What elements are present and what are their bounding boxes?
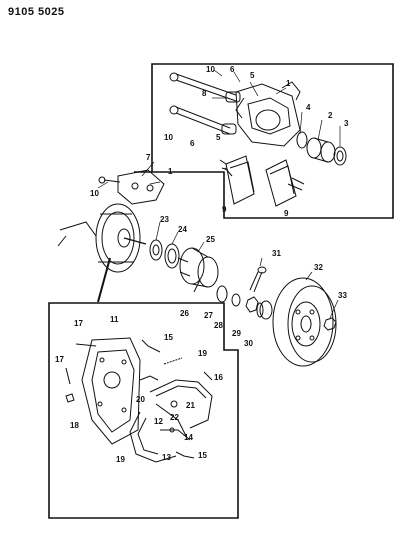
piston-seal [296, 131, 308, 149]
callout-6b: 6 [190, 139, 195, 148]
caliper-piston [306, 137, 336, 163]
callout-11: 11 [110, 315, 119, 324]
piston-boot [333, 146, 347, 166]
callout-19: 19 [198, 349, 207, 358]
callout-9: 9 [222, 205, 227, 214]
callout-15: 15 [164, 333, 173, 342]
callout-18: 18 [70, 421, 79, 430]
callout-14: 14 [184, 433, 193, 442]
outer-brake-pad [265, 159, 305, 207]
callout-9b: 9 [284, 209, 289, 218]
dust-cap [256, 300, 273, 320]
callout-33: 33 [338, 291, 347, 300]
callout-10b: 10 [164, 133, 173, 142]
callout-13: 13 [162, 453, 171, 462]
diagram-code: 9105 5025 [8, 6, 65, 18]
callout-21: 21 [186, 401, 195, 410]
inner-bearing [164, 243, 180, 269]
callout-32: 32 [314, 263, 323, 272]
callout-6: 6 [230, 65, 235, 74]
callout-3: 3 [344, 119, 349, 128]
callout-labels: 1 1 2 3 4 5 5 6 6 7 8 9 9 10 10 10 11 12… [55, 65, 349, 464]
callout-24: 24 [178, 225, 187, 234]
callout-22: 22 [170, 413, 179, 422]
caliper-inset [151, 63, 394, 219]
callout-25: 25 [206, 235, 215, 244]
callout-17: 17 [74, 319, 83, 328]
callout-7: 7 [146, 153, 151, 162]
callout-17b: 17 [55, 355, 64, 364]
callout-4: 4 [306, 103, 311, 112]
caliper-body [221, 81, 301, 147]
caliper-adapter [98, 169, 165, 205]
hub-seal [149, 239, 163, 261]
hub-nut [245, 296, 259, 313]
callout-30: 30 [244, 339, 253, 348]
callout-15b: 15 [198, 451, 207, 460]
callout-5b: 5 [216, 133, 221, 142]
callout-28: 28 [214, 321, 223, 330]
callout-1: 1 [286, 79, 291, 88]
callout-23: 23 [160, 215, 169, 224]
callout-5: 5 [250, 71, 255, 80]
callout-29: 29 [232, 329, 241, 338]
backing-plate-assembly [57, 203, 147, 273]
callout-1b: 1 [168, 167, 173, 176]
callouts [97, 69, 341, 319]
outer-bearing [216, 285, 228, 303]
callout-19b: 19 [116, 455, 125, 464]
callout-2: 2 [328, 111, 333, 120]
wheel-nut [323, 317, 337, 331]
brake-rotor [272, 277, 337, 367]
callout-27: 27 [204, 311, 213, 320]
callout-10c: 10 [90, 189, 99, 198]
callout-10: 10 [206, 65, 215, 74]
hub [177, 247, 219, 293]
drum-brake-inset [48, 302, 239, 519]
callout-8: 8 [202, 89, 207, 98]
callout-20: 20 [136, 395, 145, 404]
washer [231, 293, 241, 307]
inner-brake-pad [219, 155, 255, 205]
callout-16: 16 [214, 373, 223, 382]
guide-bolt-lower [169, 105, 231, 135]
cotter-pin [249, 266, 267, 293]
callout-31: 31 [272, 249, 281, 258]
callout-26: 26 [180, 309, 189, 318]
callout-12: 12 [154, 417, 163, 426]
